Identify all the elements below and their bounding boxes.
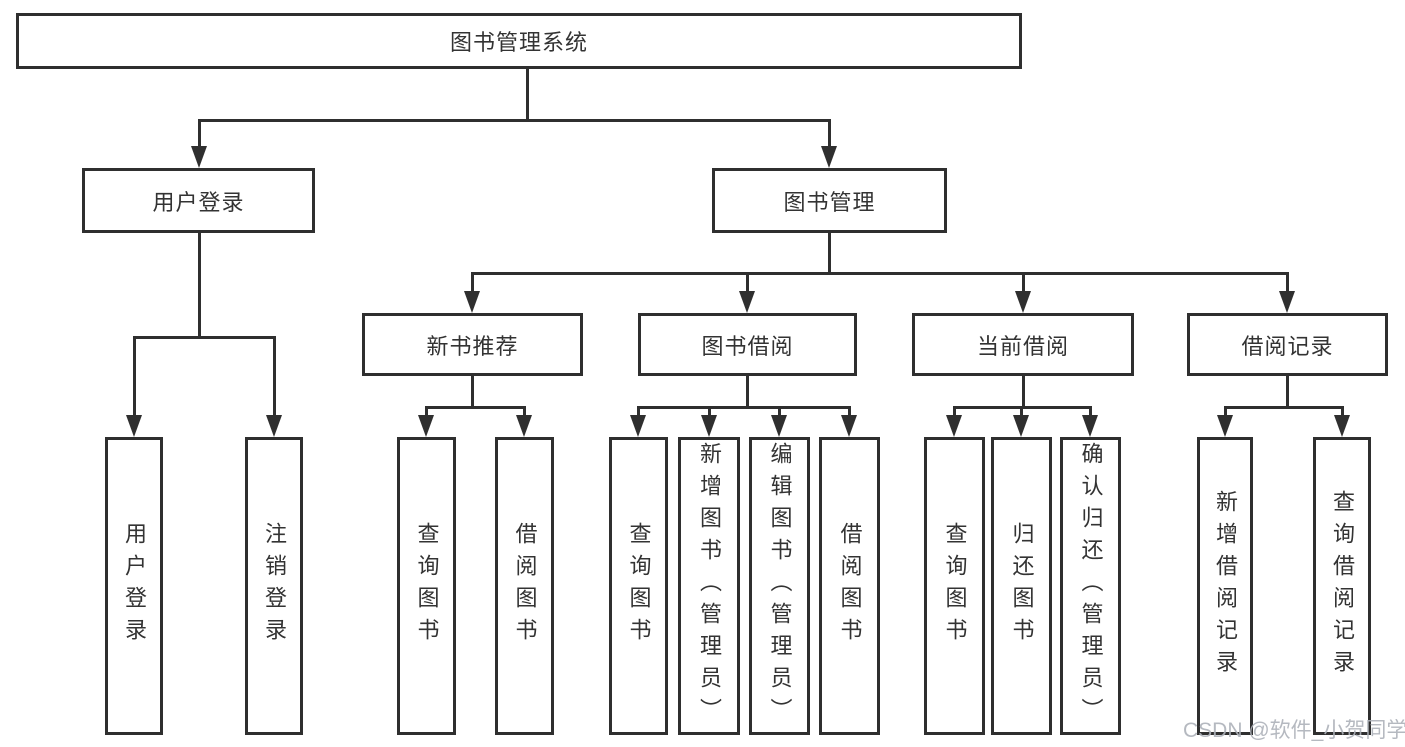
connector-line-horizontal	[1224, 406, 1344, 409]
leaf-query-books-recommend-label: 查询图书	[414, 522, 440, 650]
connector-arrowhead	[1082, 415, 1098, 437]
connector-line-vertical	[471, 376, 474, 406]
node-borrow-records-label: 借阅记录	[1241, 333, 1334, 359]
connector-line-vertical	[425, 406, 428, 417]
connector-arrowhead	[1334, 415, 1350, 437]
leaf-borrow-book-recommend-label: 借阅图书	[512, 522, 538, 650]
connector-arrowhead	[946, 415, 962, 437]
connector-line-vertical	[1020, 406, 1023, 417]
leaf-add-book-admin: 新增图书（管理员）	[678, 437, 740, 735]
node-book-borrowing: 图书借阅	[638, 313, 857, 376]
node-book-management-label: 图书管理	[783, 189, 876, 215]
connector-line-horizontal	[637, 406, 851, 409]
connector-arrowhead	[418, 415, 434, 437]
connector-arrowhead	[630, 415, 646, 437]
connector-line-vertical	[133, 336, 136, 417]
leaf-query-books-borrowing: 查询图书	[609, 437, 668, 735]
connector-line-horizontal	[133, 336, 276, 339]
connector-arrowhead	[1279, 291, 1295, 313]
connector-line-vertical	[1089, 406, 1092, 417]
node-root-label: 图书管理系统	[449, 30, 588, 55]
node-borrow-records: 借阅记录	[1187, 313, 1388, 376]
connector-arrowhead	[841, 415, 857, 437]
leaf-user-login-label: 用户登录	[122, 522, 147, 650]
leaf-add-book-admin-label: 新增图书（管理员）	[697, 442, 722, 730]
leaf-borrow-book-borrowing-label: 借阅图书	[837, 522, 863, 650]
connector-arrowhead	[191, 146, 207, 168]
connector-line-vertical	[1286, 376, 1289, 406]
connector-arrowhead	[464, 291, 480, 313]
connector-line-vertical	[273, 336, 276, 417]
connector-arrowhead	[739, 291, 755, 313]
node-book-borrowing-label: 图书借阅	[701, 333, 794, 359]
connector-arrowhead	[1015, 291, 1031, 313]
leaf-confirm-return-admin: 确认归还（管理员）	[1060, 437, 1121, 735]
connector-arrowhead	[126, 415, 142, 437]
connector-line-vertical	[1286, 272, 1289, 293]
leaf-edit-book-admin-label: 编辑图书（管理员）	[767, 442, 793, 730]
leaf-query-books-recommend: 查询图书	[397, 437, 456, 735]
node-root-system: 图书管理系统	[16, 13, 1022, 69]
leaf-query-books-current-label: 查询图书	[942, 522, 968, 650]
connector-line-vertical	[953, 406, 956, 417]
node-user-login-label: 用户登录	[152, 189, 245, 215]
connector-line-vertical	[198, 233, 201, 336]
leaf-query-borrow-record-label: 查询借阅记录	[1330, 490, 1355, 682]
connector-line-vertical	[526, 69, 529, 119]
leaf-borrow-book-recommend: 借阅图书	[495, 437, 554, 735]
leaf-add-borrow-record: 新增借阅记录	[1197, 437, 1253, 735]
node-new-book-recommend: 新书推荐	[362, 313, 583, 376]
connector-line-vertical	[746, 272, 749, 293]
node-current-borrowing: 当前借阅	[912, 313, 1134, 376]
connector-line-horizontal	[471, 272, 1289, 275]
connector-arrowhead	[516, 415, 532, 437]
connector-line-vertical	[1022, 376, 1025, 406]
leaf-query-books-current: 查询图书	[924, 437, 985, 735]
connector-line-vertical	[523, 406, 526, 417]
connector-line-vertical	[637, 406, 640, 417]
connector-line-vertical	[1341, 406, 1344, 417]
leaf-query-books-borrowing-label: 查询图书	[626, 522, 652, 650]
connector-line-horizontal	[198, 119, 831, 122]
connector-line-vertical	[848, 406, 851, 417]
connector-line-vertical	[471, 272, 474, 293]
leaf-logout-login-label: 注销登录	[262, 522, 287, 650]
connector-line-vertical	[746, 376, 749, 406]
connector-arrowhead	[1217, 415, 1233, 437]
connector-line-vertical	[708, 406, 711, 417]
connector-arrowhead	[1013, 415, 1029, 437]
csdn-watermark: CSDN @软件_小贺同学	[1183, 719, 1405, 742]
leaf-confirm-return-admin-label: 确认归还（管理员）	[1078, 442, 1104, 730]
leaf-borrow-book-borrowing: 借阅图书	[819, 437, 880, 735]
leaf-logout-login: 注销登录	[245, 437, 303, 735]
leaf-return-book: 归还图书	[991, 437, 1052, 735]
node-current-borrowing-label: 当前借阅	[976, 333, 1069, 359]
connector-line-vertical	[778, 406, 781, 417]
connector-line-vertical	[198, 119, 201, 149]
connector-arrowhead	[821, 146, 837, 168]
leaf-edit-book-admin: 编辑图书（管理员）	[749, 437, 810, 735]
connector-arrowhead	[701, 415, 717, 437]
connector-line-horizontal	[425, 406, 526, 409]
node-new-book-recommend-label: 新书推荐	[426, 333, 519, 359]
connector-line-vertical	[828, 233, 831, 272]
leaf-add-borrow-record-label: 新增借阅记录	[1213, 490, 1238, 682]
connector-arrowhead	[266, 415, 282, 437]
leaf-query-borrow-record: 查询借阅记录	[1313, 437, 1371, 735]
leaf-return-book-label: 归还图书	[1009, 522, 1035, 650]
node-user-login: 用户登录	[82, 168, 315, 233]
connector-line-vertical	[1224, 406, 1227, 417]
connector-line-vertical	[828, 119, 831, 149]
leaf-user-login: 用户登录	[105, 437, 163, 735]
connector-line-vertical	[1022, 272, 1025, 293]
connector-arrowhead	[771, 415, 787, 437]
node-book-management: 图书管理	[712, 168, 947, 233]
